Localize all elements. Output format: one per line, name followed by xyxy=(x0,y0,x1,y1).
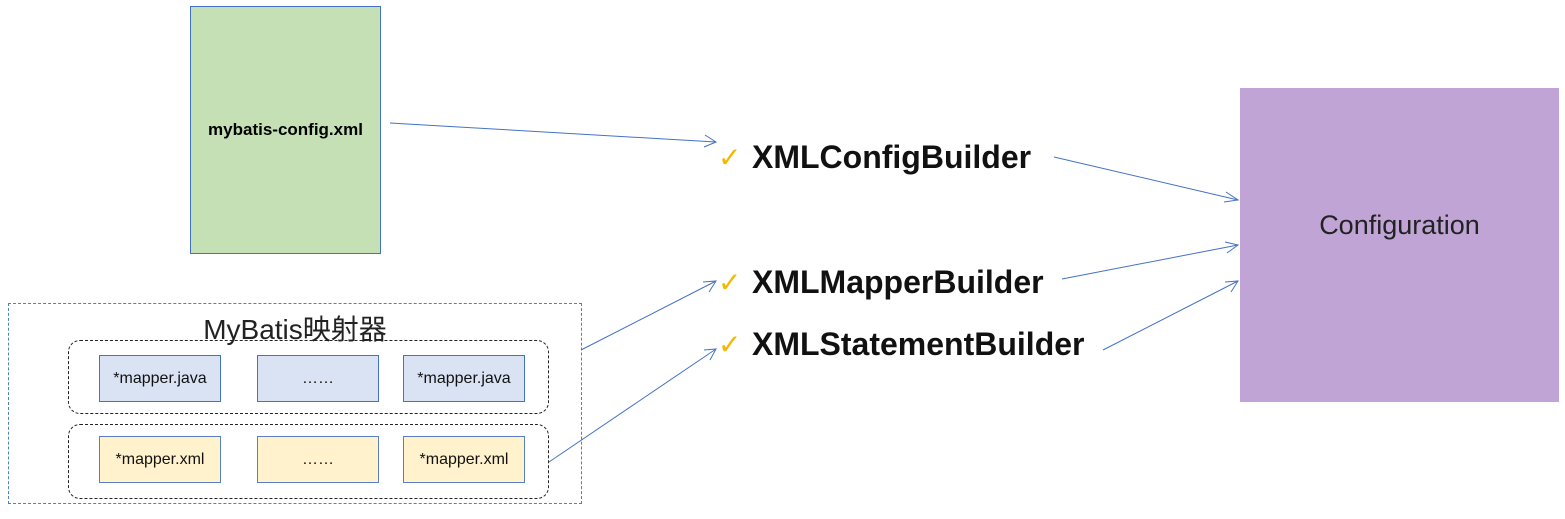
mapper-xml-group xyxy=(68,424,549,499)
arrow-java-group-to-mapper-builder xyxy=(580,280,717,351)
mybatis-config-box: mybatis-config.xml xyxy=(190,6,381,254)
configuration-label: Configuration xyxy=(1319,209,1480,240)
arrowhead xyxy=(703,134,718,148)
xml-mapper-builder-label: XMLMapperBuilder xyxy=(752,263,1044,300)
mapper-xml-item: *mapper.xml xyxy=(403,436,525,483)
arrow-xml-group-to-statement-builder xyxy=(548,348,717,463)
xml-config-builder-label: XMLConfigBuilder xyxy=(752,138,1032,175)
mapper-xml-label: *mapper.xml xyxy=(419,450,509,468)
arrow-config-builder-to-configuration xyxy=(1053,156,1239,201)
arrowhead xyxy=(1223,191,1240,203)
arrow-mapper-builder-to-configuration xyxy=(1061,244,1239,280)
mapper-group-container xyxy=(8,303,582,504)
arrowhead xyxy=(702,280,717,293)
mapper-xml-item: *mapper.xml xyxy=(99,436,221,483)
mapper-xml-ellipsis: …… xyxy=(257,436,379,483)
mapper-java-label: *mapper.java xyxy=(113,369,207,387)
mapper-java-ellipsis: …… xyxy=(257,355,379,402)
arrow-config-to-config-builder xyxy=(389,122,717,143)
mapper-xml-label: *mapper.xml xyxy=(115,450,205,468)
mapper-java-item: *mapper.java xyxy=(99,355,221,402)
mapper-xml-ellipsis-label: …… xyxy=(302,450,334,468)
xml-statement-builder: ✓ XMLStatementBuilder xyxy=(718,323,1084,365)
check-icon: ✓ xyxy=(718,141,742,173)
xml-mapper-builder: ✓ XMLMapperBuilder xyxy=(718,261,1044,303)
mapper-group-title: MyBatis映射器 xyxy=(203,314,387,345)
arrow-statement-builder-to-configuration xyxy=(1102,280,1239,351)
arrowhead xyxy=(1224,280,1239,293)
mybatis-config-label: mybatis-config.xml xyxy=(208,120,363,139)
mapper-java-item: *mapper.java xyxy=(403,355,525,402)
mapper-java-group xyxy=(68,340,549,414)
check-icon: ✓ xyxy=(718,266,742,298)
check-icon: ✓ xyxy=(718,328,742,360)
arrowhead xyxy=(703,348,717,361)
arrowhead xyxy=(1224,241,1240,254)
xml-statement-builder-label: XMLStatementBuilder xyxy=(752,325,1085,362)
mapper-java-ellipsis-label: …… xyxy=(302,369,334,387)
mapper-java-label: *mapper.java xyxy=(417,369,511,387)
configuration-box: Configuration xyxy=(1240,88,1559,402)
xml-config-builder: ✓ XMLConfigBuilder xyxy=(718,136,1031,178)
